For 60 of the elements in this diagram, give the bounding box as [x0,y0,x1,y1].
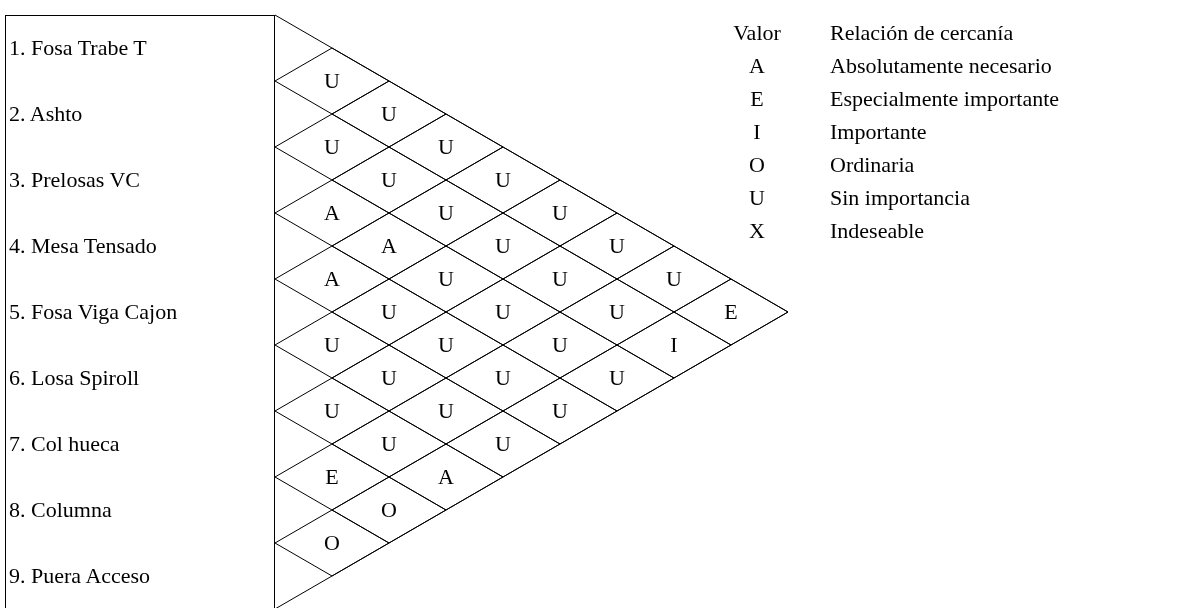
relation-code: I [670,332,678,358]
relation-code: O [324,530,340,556]
relation-code: U [495,365,511,391]
activity-label: 2. Ashto [9,101,83,127]
relation-code: U [438,200,454,226]
relation-code: E [325,464,339,490]
relation-code: U [381,431,397,457]
legend-code: O [749,152,765,178]
activity-label: 3. Prelosas VC [9,167,140,193]
relation-code: E [724,299,738,325]
relation-code: U [552,266,568,292]
relation-code: A [324,266,340,292]
relation-code: U [438,332,454,358]
legend-description: Sin importancia [830,185,970,211]
relation-code: U [381,167,397,193]
relation-code: U [324,332,340,358]
relation-code: U [324,134,340,160]
relation-code: U [381,101,397,127]
relation-code: U [438,266,454,292]
relation-code: U [495,299,511,325]
activity-label: 4. Mesa Tensado [9,233,157,259]
legend-description: Importante [830,119,927,145]
relation-code: U [381,365,397,391]
activity-label: 9. Puera Acceso [9,563,151,589]
relation-code: A [324,200,340,226]
relation-code: A [381,233,397,259]
legend-code: U [749,185,765,211]
legend-description: Indeseable [830,218,925,244]
relation-code: U [552,332,568,358]
legend-header: Valor [733,20,781,46]
relation-code: U [609,233,625,259]
relation-code: U [495,233,511,259]
relation-code: U [609,365,625,391]
relation-code: A [438,464,454,490]
relation-code: U [609,299,625,325]
relation-code: U [381,299,397,325]
legend-description: Absolutamente necesario [830,53,1052,79]
legend-code: I [753,119,761,145]
legend-code: E [750,86,764,112]
activity-list-box [5,15,275,608]
activity-label: 1. Fosa Trabe T [9,35,147,61]
relation-code: U [324,68,340,94]
relation-code: U [552,398,568,424]
relation-code: U [666,266,682,292]
legend-description: Ordinaria [830,152,915,178]
legend-description: Especialmente importante [830,86,1060,112]
legend-code: X [749,218,765,244]
relation-code: U [438,134,454,160]
relation-code: U [438,398,454,424]
relation-code: U [495,431,511,457]
activity-label: 8. Columna [9,497,112,523]
legend-code: A [749,53,765,79]
activity-label: 5. Fosa Viga Cajon [9,299,178,325]
activity-label: 7. Col hueca [9,431,120,457]
relation-code: O [381,497,397,523]
relation-code: U [552,200,568,226]
relation-code: U [495,167,511,193]
legend-header: Relación de cercanía [830,20,1014,46]
activity-label: 6. Losa Spiroll [9,365,140,391]
relation-code: U [324,398,340,424]
